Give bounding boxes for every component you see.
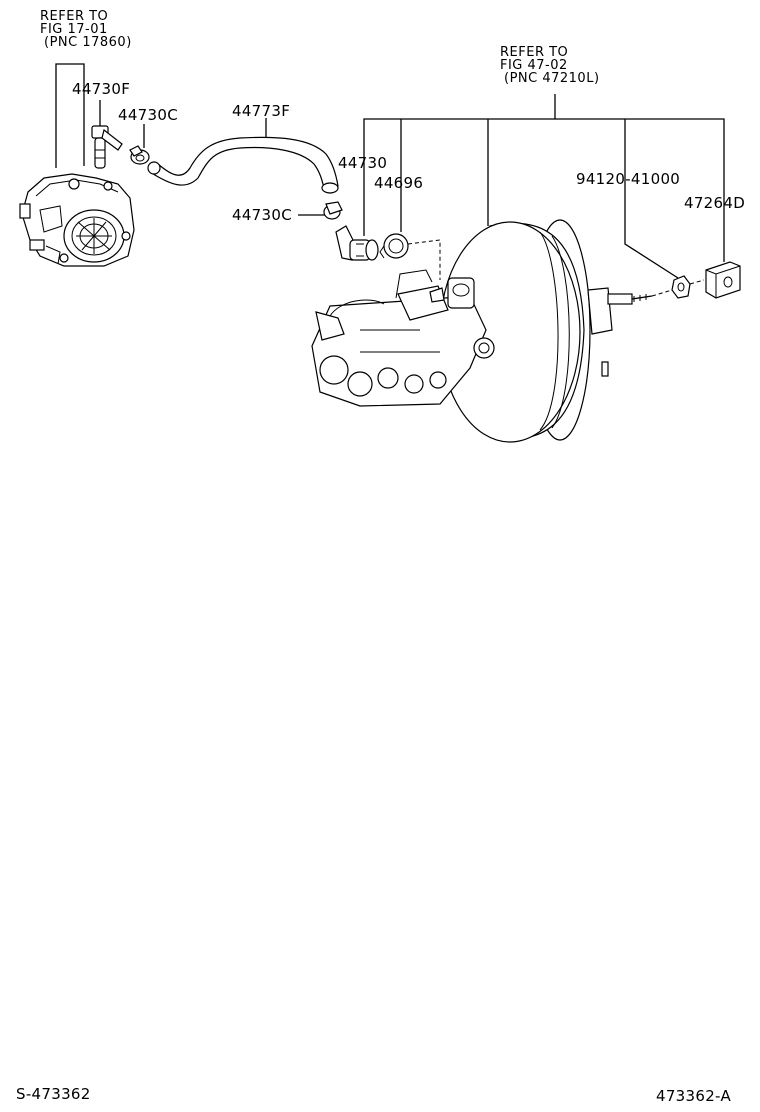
reference-line-2: FIG 17-01 (40, 22, 108, 37)
nut-drawing (671, 275, 691, 299)
part-label-nut: 94120-41000 (576, 170, 681, 188)
brake-booster-drawing (439, 219, 653, 443)
part-label-union: 44730F (72, 80, 131, 98)
hose-drawing (147, 136, 339, 194)
clamp-upper-drawing (129, 145, 150, 165)
footer-right-code: 473362-A (656, 1087, 732, 1105)
master-cylinder-drawing (311, 269, 495, 407)
part-label-grommet: 44696 (374, 174, 424, 192)
reference-line-1: REFER TO (500, 45, 569, 60)
check-valve-drawing (335, 225, 379, 261)
part-label-bracket: 47264D (684, 194, 746, 212)
part-label-clamp-lower: 44730C (232, 206, 292, 224)
reference-note-throttle-body: REFER TO FIG 17-01 (PNC 17860) (40, 9, 131, 49)
union-drawing (91, 125, 123, 169)
reference-line-3: (PNC 47210L) (504, 71, 600, 86)
reference-note-brake-booster: REFER TO FIG 47-02 (PNC 47210L) (500, 45, 599, 85)
part-label-clamp-upper: 44730C (118, 106, 178, 124)
grommet-drawing (379, 233, 409, 259)
throttle-body-drawing (19, 173, 135, 267)
footer-left-code: S-473362 (16, 1085, 91, 1103)
part-label-check-valve: 44730 (338, 154, 388, 172)
leader-lines (55, 63, 725, 279)
clamp-lower-drawing (323, 201, 343, 220)
bracket-drawing (705, 261, 741, 299)
reference-line-1: REFER TO (40, 9, 109, 24)
reference-line-2: FIG 47-02 (500, 58, 568, 73)
part-label-hose: 44773F (232, 102, 291, 120)
reference-line-3: (PNC 17860) (44, 35, 132, 50)
